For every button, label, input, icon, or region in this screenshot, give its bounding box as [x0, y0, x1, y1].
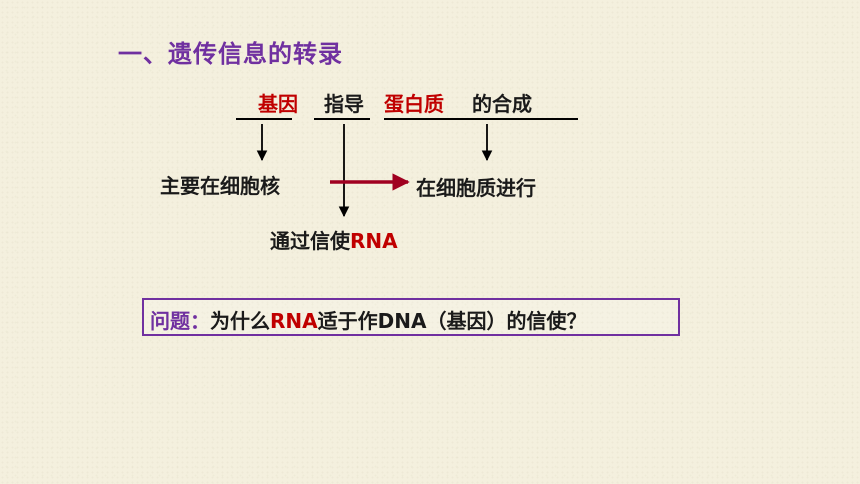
node-nucleus: 主要在细胞核 — [160, 174, 280, 198]
question-text: 问题：为什么RNA适于作DNA（基因）的信使？ — [150, 305, 586, 334]
node-cytoplasm: 在细胞质进行 — [416, 176, 536, 200]
question-part2: 适于作DNA（基因）的信使？ — [317, 309, 587, 333]
question-rna: RNA — [270, 309, 318, 333]
section-title: 一、遗传信息的转录 — [118, 40, 343, 68]
question-part1: 为什么 — [210, 309, 270, 333]
word-gene: 基因 — [258, 92, 298, 116]
question-box — [142, 298, 680, 336]
node-messenger-rna: 通过信使RNA — [270, 225, 398, 254]
question-label: 问题： — [150, 309, 210, 333]
word-synthesis: 的合成 — [472, 92, 532, 116]
word-protein: 蛋白质 — [384, 92, 444, 116]
messenger-prefix: 通过信使 — [270, 229, 350, 253]
messenger-rna: RNA — [350, 229, 398, 253]
word-guides: 指导 — [324, 92, 364, 116]
